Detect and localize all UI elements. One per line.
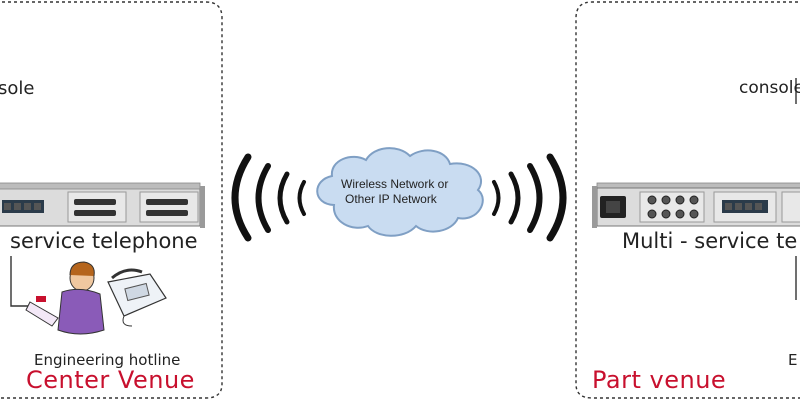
cloud-label-line1: Wireless Network or — [341, 177, 449, 191]
left-rack-device — [0, 182, 205, 228]
left-connector-line — [10, 256, 28, 307]
left-ethernet-ports — [2, 200, 44, 213]
center-venue-label: Center Venue — [26, 366, 195, 394]
right-signal-waves — [492, 153, 567, 242]
left-venue-boundary — [0, 1, 223, 399]
left-signal-waves — [231, 153, 306, 242]
operator-illustration — [25, 261, 105, 335]
telephone-icon — [107, 268, 167, 327]
left-device-label: service telephone — [10, 229, 198, 253]
part-venue-label: Part venue — [592, 366, 727, 394]
right-rack-device — [592, 182, 800, 228]
network-cloud — [316, 147, 484, 237]
left-hotline-label: Engineering hotline — [34, 351, 181, 369]
right-console-label: console — [739, 78, 800, 98]
cloud-label-line2: Other IP Network — [345, 192, 437, 206]
right-device-label: Multi - service te — [622, 229, 798, 253]
right-hotline-label: E — [788, 351, 798, 369]
right-venue-boundary — [575, 1, 800, 399]
left-console-label: sole — [0, 78, 35, 99]
